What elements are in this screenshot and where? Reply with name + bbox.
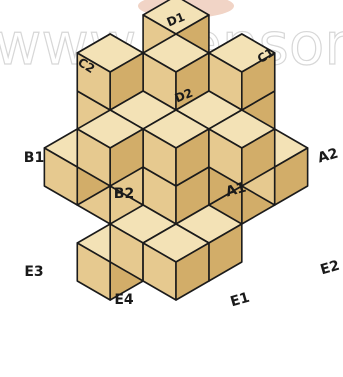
label-b1: B1 (24, 150, 44, 166)
label-e3: E3 (24, 264, 43, 280)
label-b2: B2 (114, 186, 134, 202)
label-a2: A2 (316, 145, 340, 166)
label-e2: E2 (319, 258, 342, 279)
label-e4: E4 (114, 292, 134, 308)
label-e1: E1 (229, 290, 252, 311)
